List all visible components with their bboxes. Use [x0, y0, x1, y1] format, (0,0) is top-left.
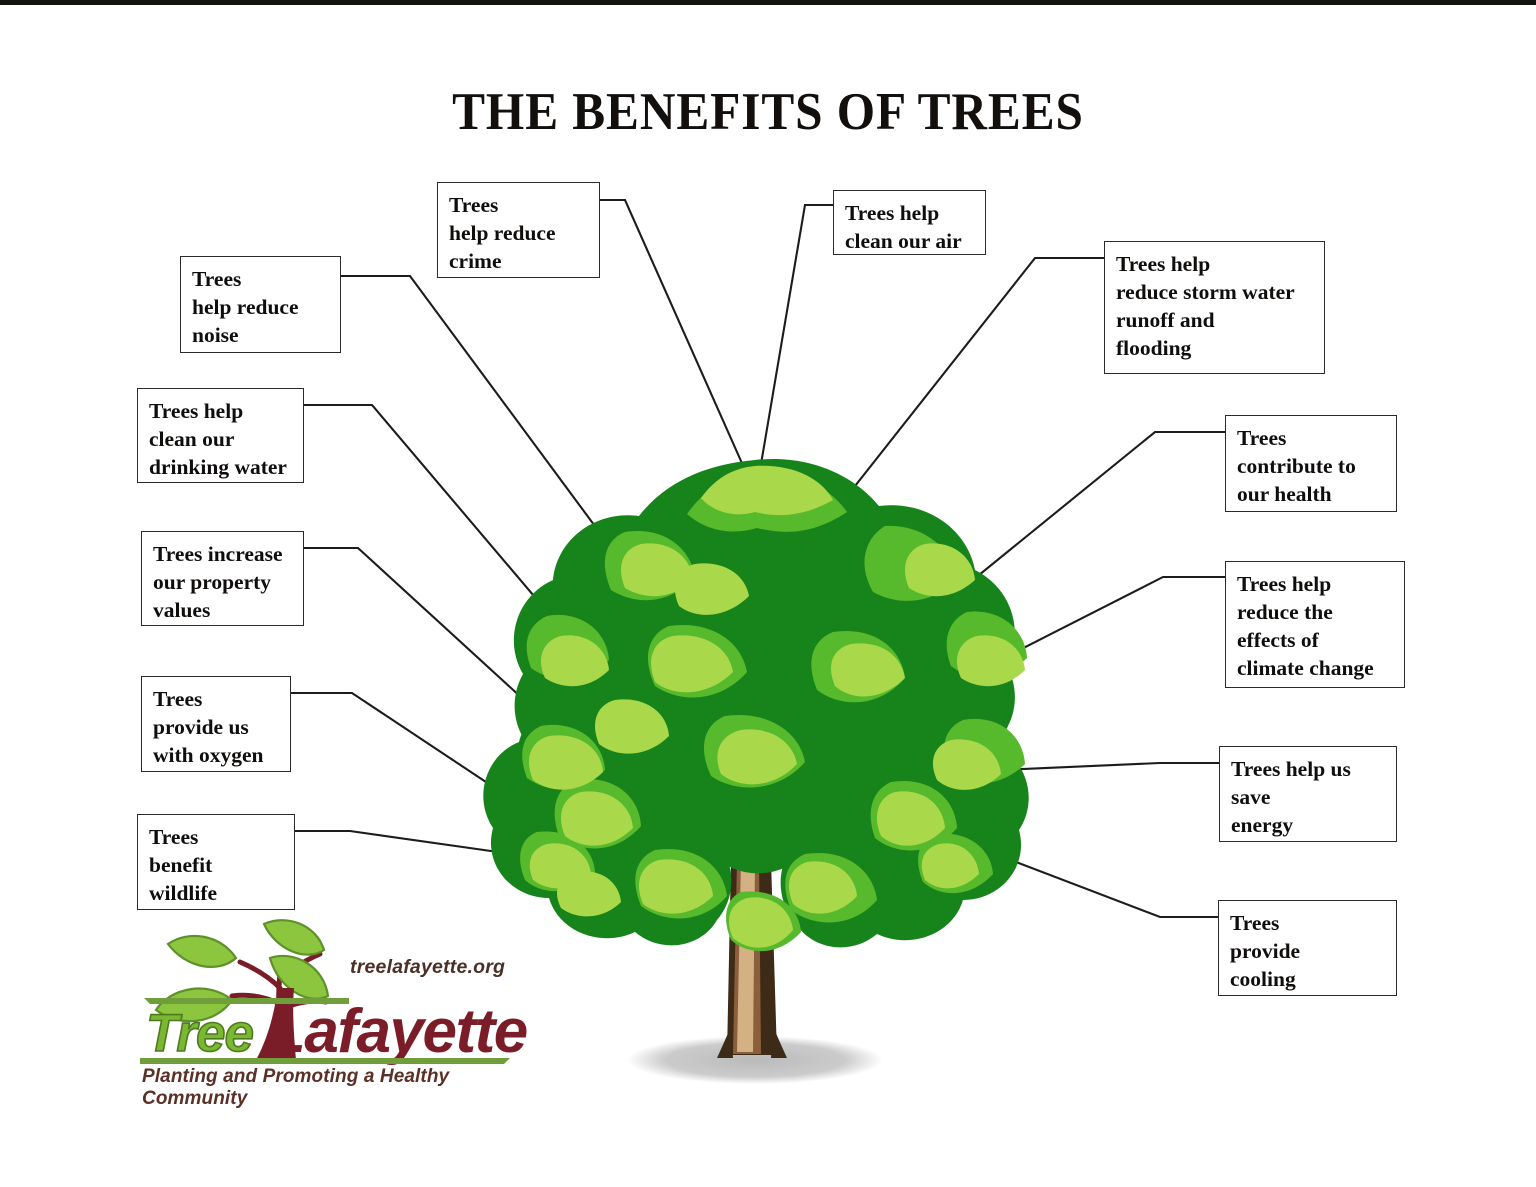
- benefit-box-reduce-noise[interactable]: Trees help reduce noise: [180, 256, 341, 353]
- leader-line-clean-air: [758, 203, 833, 471]
- leader-line-property-values: [304, 546, 571, 743]
- benefit-box-cooling[interactable]: Trees provide cooling: [1218, 900, 1397, 996]
- logo-word-lafayette: Lafayette: [268, 997, 528, 1066]
- leader-line-climate-change: [987, 575, 1225, 667]
- leader-line-oxygen: [291, 691, 499, 791]
- leader-line-save-energy: [999, 761, 1219, 772]
- tree-shadow: [627, 1036, 883, 1084]
- logo-leaves: [154, 919, 330, 1023]
- logo-sapling-icon: [154, 919, 330, 1060]
- benefit-box-wildlife[interactable]: Trees benefit wildlife: [137, 814, 295, 910]
- logo-tagline: Planting and Promoting a Healthy Communi…: [142, 1066, 450, 1109]
- top-edge-band: [0, 0, 1536, 5]
- page-title: THE BENEFITS OF TREES: [452, 83, 1084, 141]
- benefit-box-clean-air[interactable]: Trees help clean our air: [833, 190, 986, 255]
- benefit-box-climate-change[interactable]: Trees help reduce the effects of climate…: [1225, 561, 1405, 688]
- benefit-box-save-energy[interactable]: Trees help us save energy: [1219, 746, 1397, 842]
- benefit-box-storm-water[interactable]: Trees help reduce storm water runoff and…: [1104, 241, 1325, 374]
- tree-illustration: [483, 458, 1029, 1084]
- logo-word-tree: Tree: [145, 1003, 255, 1064]
- benefit-box-reduce-crime[interactable]: Trees help reduce crime: [437, 182, 600, 278]
- leader-line-reduce-crime: [600, 198, 746, 471]
- tree-canopy-light: [528, 465, 1025, 948]
- benefit-box-property-values[interactable]: Trees increase our property values: [141, 531, 304, 626]
- leader-line-health: [962, 430, 1225, 589]
- logo-rule-bottom: [140, 1058, 510, 1064]
- logo-url: treelafayette.org: [350, 956, 506, 978]
- benefit-box-drinking-water[interactable]: Trees help clean our drinking water: [137, 388, 304, 483]
- tree-lafayette-logo[interactable]: treelafayette.org Tree Lafayette Plantin…: [128, 918, 528, 1109]
- logo-rule-top: [144, 998, 349, 1004]
- leader-line-reduce-noise: [341, 274, 621, 561]
- benefit-box-oxygen[interactable]: Trees provide us with oxygen: [141, 676, 291, 772]
- leader-line-wildlife: [295, 829, 506, 855]
- benefit-box-health[interactable]: Trees contribute to our health: [1225, 415, 1397, 512]
- leader-line-cooling: [989, 851, 1218, 919]
- leader-line-drinking-water: [304, 403, 579, 649]
- leader-line-storm-water: [839, 256, 1104, 506]
